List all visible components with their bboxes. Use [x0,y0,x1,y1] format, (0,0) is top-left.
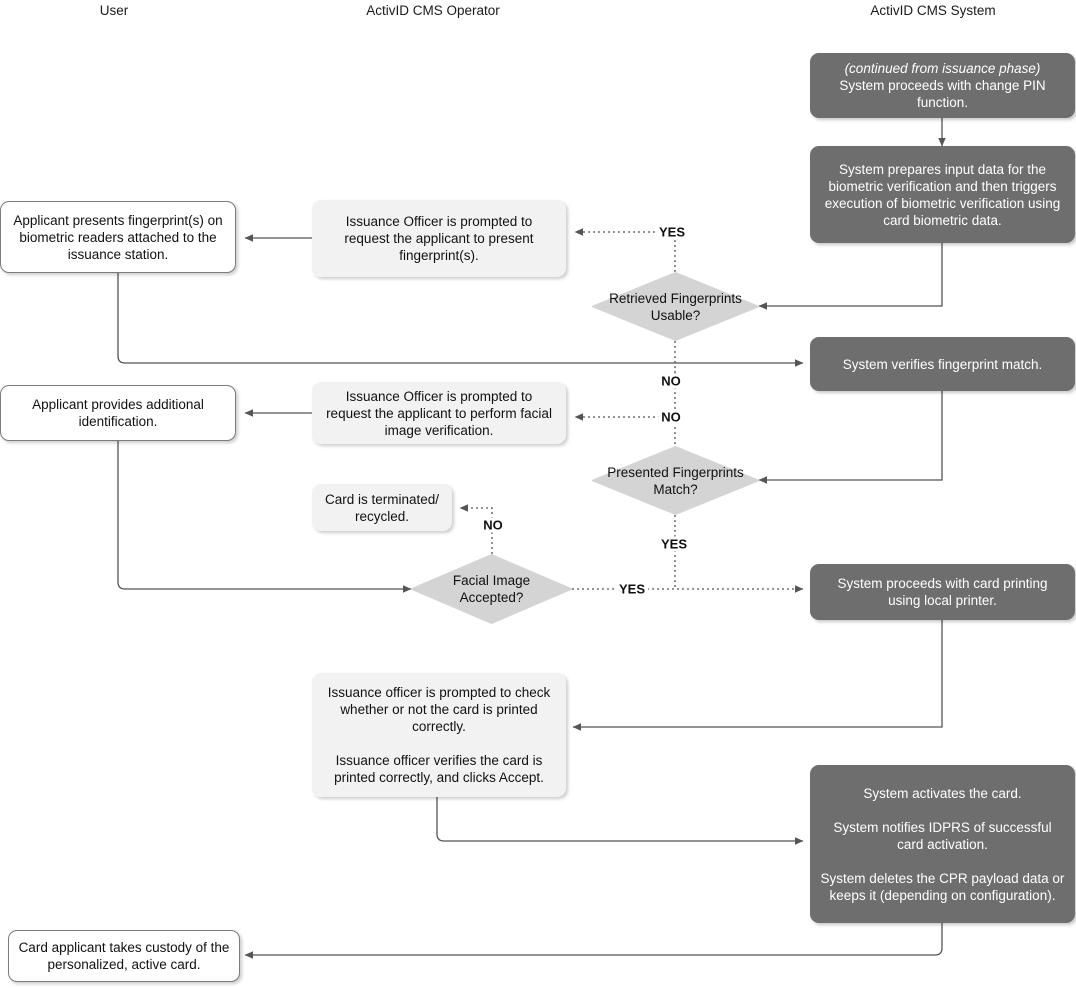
edge-prepare-to-retrieved [758,243,943,310]
node-card-terminated-text: Card is terminated/ recycled. [324,491,440,524]
node-request-facial-text: Issuance Officer is prompted to request … [326,388,552,438]
node-user-takes-custody[interactable]: Card applicant takes custody of the pers… [8,930,240,982]
edge-print-to-check [572,620,943,731]
edge-verify-to-presented [758,391,943,484]
diamond-shape-facial [411,554,572,624]
lane-header-operator: ActivID CMS Operator [366,3,500,18]
node-check-print-para2: Issuance officer verifies the card is pr… [334,753,544,785]
node-operator-check-card-printed[interactable]: Issuance officer is prompted to check wh… [312,673,566,797]
edge-label-retrieved-yes: YES [655,224,689,240]
node-activate-spacer-2 [820,853,1065,870]
node-check-print-spacer [322,735,556,752]
edge-label-facial-yes: YES [615,581,649,597]
node-operator-request-fingerprints[interactable]: Issuance Officer is prompted to request … [312,200,566,277]
lane-header-system: ActivID CMS System [870,3,996,18]
decision-presented-label: Presented Fingerprints Match? [607,464,744,497]
edge-label-facial-no: NO [480,517,506,533]
decision-facial-label: Facial Image Accepted? [452,573,531,605]
node-system-prepare-biometric-verification[interactable]: System prepares input data for the biome… [810,146,1075,243]
node-continued-line2: System proceeds with change PIN function… [839,78,1046,110]
edge-label-retrieved-no: NO [658,373,684,389]
node-verify-fp-text: System verifies fingerprint match. [842,356,1043,372]
node-system-continued-change-pin[interactable]: (continued from issuance phase) System p… [810,53,1075,118]
lane-header-user: User [99,3,129,18]
decision-retrieved-fingerprints-usable[interactable]: Retrieved Fingerprints Usable? [592,272,759,341]
node-present-fp-text: Applicant presents fingerprint(s) on bio… [13,212,223,262]
node-custody-text: Card applicant takes custody of the pers… [18,940,230,972]
node-activate-spacer-1 [820,802,1065,819]
node-activate-para3: System deletes the CPR payload data or k… [820,870,1065,903]
decision-retrieved-label: Retrieved Fingerprints Usable? [609,290,742,323]
node-activate-para1: System activates the card. [863,785,1022,801]
node-user-provides-additional-identification[interactable]: Applicant provides additional identifica… [0,385,236,441]
node-operator-request-facial-verification[interactable]: Issuance Officer is prompted to request … [312,382,566,444]
node-system-card-printing[interactable]: System proceeds with card printing using… [810,564,1075,620]
edge-label-presented-no: NO [658,409,684,425]
edge-check-to-activate [436,797,804,845]
node-request-fp-text: Issuance Officer is prompted to request … [344,214,534,263]
node-operator-card-terminated[interactable]: Card is terminated/ recycled. [312,484,452,531]
node-system-verifies-fingerprint-match[interactable]: System verifies fingerprint match. [810,337,1075,391]
decision-facial-image-accepted[interactable]: Facial Image Accepted? [411,554,572,624]
node-additional-id-text: Applicant provides additional identifica… [32,397,204,429]
node-check-print-para1: Issuance officer is prompted to check wh… [327,685,551,734]
diamond-shape-retrieved [592,272,759,341]
node-prepare-text: System prepares input data for the biome… [824,161,1061,228]
node-user-presents-fingerprints[interactable]: Applicant presents fingerprint(s) on bio… [0,201,236,273]
node-continued-line1: (continued from issuance phase) [844,61,1041,76]
decision-presented-fingerprints-match[interactable]: Presented Fingerprints Match? [592,446,759,515]
node-activate-para2: System notifies IDPRS of successful card… [833,819,1052,852]
node-system-activates-card[interactable]: System activates the card. System notifi… [810,765,1075,923]
node-card-printing-text: System proceeds with card printing using… [837,576,1048,608]
edge-activate-to-custody [244,923,943,959]
diamond-shape-presented [592,446,759,515]
edge-label-presented-yes: YES [657,536,691,552]
